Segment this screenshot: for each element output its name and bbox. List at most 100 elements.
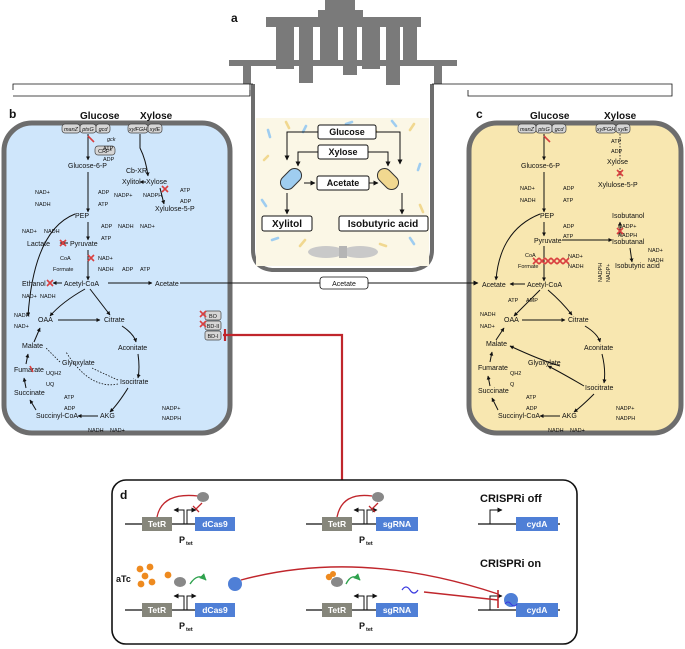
- c-cof: NAD+: [480, 324, 495, 330]
- on-tetr-protein-2: [331, 577, 343, 587]
- b-cof: NADPH: [162, 416, 181, 422]
- c-cof: ATP: [508, 298, 519, 304]
- b-tr-manz: manZ: [64, 127, 79, 133]
- crispri-off-label: CRISPRi off: [480, 493, 542, 505]
- acetate-exchange: Acetate: [180, 276, 479, 290]
- b-akg: AKG: [100, 413, 115, 420]
- b-cof: NAD+: [110, 428, 125, 434]
- c-cof: NADPH: [616, 416, 635, 422]
- b-cof: NAD+: [35, 190, 50, 196]
- panel-a: a: [12, 0, 673, 272]
- b-cof: ATP: [103, 146, 114, 152]
- b-cof: ADP: [122, 267, 134, 273]
- c-nadp-vertical: NADP+: [606, 264, 612, 283]
- b-malate: Malate: [22, 343, 43, 350]
- c-malate: Malate: [486, 341, 507, 348]
- acetate-exchange-label: Acetate: [332, 281, 356, 288]
- reactor-glucose: Glucose: [329, 127, 365, 137]
- off-dcas9-gene: dCas9: [202, 519, 228, 529]
- b-succinylcoa: Succinyl-CoA: [36, 413, 78, 420]
- b-cof: NADP+: [114, 193, 133, 199]
- b-cof: ADP: [101, 224, 113, 230]
- b-oaa: OAA: [38, 317, 53, 324]
- b-ethanol: Ethanol: [22, 281, 46, 288]
- b-glyoxylate-shunt: [45, 347, 119, 386]
- reactor-xylitol: Xylitol: [272, 219, 302, 230]
- reactor-arrows: [284, 131, 405, 215]
- c-cof: Q: [510, 382, 515, 388]
- off-ptet-sub-2: tet: [366, 541, 373, 547]
- b-cof: NAD+: [14, 324, 29, 330]
- dcas9-protein: [228, 577, 242, 591]
- off-tetr-gene: TetR: [148, 519, 166, 529]
- b-cof: NADH: [118, 224, 134, 230]
- panel-label-a: a: [231, 11, 238, 25]
- c-cof: NADH: [548, 428, 564, 434]
- on-ptet-2: P: [359, 621, 365, 631]
- b-cof: ATP: [101, 236, 112, 242]
- c-cof: AMP: [526, 298, 538, 304]
- reactor-isobutyric-box: [338, 215, 429, 232]
- reactor-xylitol-box: [261, 215, 313, 232]
- off-construct-sgrna: TetR sgRNA P tet: [306, 492, 418, 547]
- c-cof: NADH: [480, 312, 496, 318]
- off-ptet-2: P: [359, 535, 365, 545]
- b-lactate: Lactate: [27, 241, 50, 248]
- cell-b-membrane: [1, 120, 233, 436]
- b-tr-xylfgh: xylFGH: [128, 127, 147, 133]
- b-bdii: BD-II: [207, 324, 220, 330]
- c-cof: NAD+: [520, 186, 535, 192]
- c-tr-xyle: xylE: [617, 127, 629, 133]
- c-isobutanol: Isobutanol: [612, 213, 645, 220]
- b-xylulose: Xylulose-5-P: [155, 206, 195, 213]
- c-succinylcoa: Succinyl-CoA: [498, 413, 540, 420]
- c-tr-ptsg: ptsG: [537, 127, 550, 133]
- c-cof: QH2: [510, 371, 521, 377]
- panel-label-c: c: [476, 107, 483, 121]
- b-cof: Formate: [53, 267, 73, 273]
- b-cof: CoA: [60, 256, 71, 262]
- bd1-repression-line: [223, 333, 344, 480]
- c-xylose: Xylose: [604, 111, 637, 122]
- on-tetr-protein: [174, 577, 186, 587]
- sgrna-transcript: [401, 586, 419, 594]
- c-succinate: Succinate: [478, 388, 509, 395]
- c-cof: NADH: [568, 264, 584, 270]
- dcas9-targeting-line: [240, 566, 499, 595]
- sgrna-targeting-line: [423, 591, 499, 601]
- c-isobutyric: Isobutyric acid: [615, 263, 660, 270]
- b-cof: NAD+: [98, 256, 113, 262]
- c-acetylcoa: Acetyl-CoA: [527, 282, 562, 289]
- panel-brackets: [12, 83, 673, 97]
- b-pep: PEP: [75, 213, 89, 220]
- b-pathway-arrows: [22, 134, 166, 418]
- b-tr-ptsg: ptsG: [81, 127, 94, 133]
- b-pyruvate: Pyruvate: [70, 241, 98, 248]
- b-knockouts: [29, 135, 169, 373]
- c-akg: AKG: [562, 413, 577, 420]
- b-gck: gck: [107, 137, 116, 143]
- off-ptet-1: P: [179, 535, 185, 545]
- c-pep: PEP: [540, 213, 554, 220]
- b-g6p: Glucose-6-P: [68, 163, 107, 170]
- panel-d: d CRISPRi off CRISPRi on TetR dCas9 P te…: [111, 479, 578, 645]
- dcas9-bound: [504, 593, 518, 607]
- b-cof: NADH: [40, 294, 56, 300]
- b-isocitrate: Isocitrate: [120, 379, 149, 386]
- c-pathway-arrows: [486, 134, 634, 418]
- cell-c-membrane: [466, 120, 684, 436]
- b-bdi: BD-I: [208, 334, 219, 340]
- atc-molecules: [136, 563, 172, 588]
- b-acetate: Acetate: [155, 281, 179, 288]
- c-cof: ADP: [611, 149, 623, 155]
- panel-label-d: d: [120, 488, 127, 502]
- b-cof: ADP: [103, 157, 115, 163]
- reactor-broth: [256, 118, 429, 266]
- b-cof: ADP: [98, 190, 110, 196]
- c-isobutanal: Isobutanal: [612, 239, 645, 246]
- c-tr-gcd: gcd: [555, 127, 565, 133]
- b-cof: NADH: [88, 428, 104, 434]
- b-cbxr: Cb-XR: [126, 168, 147, 175]
- c-cof: NADH: [648, 258, 664, 264]
